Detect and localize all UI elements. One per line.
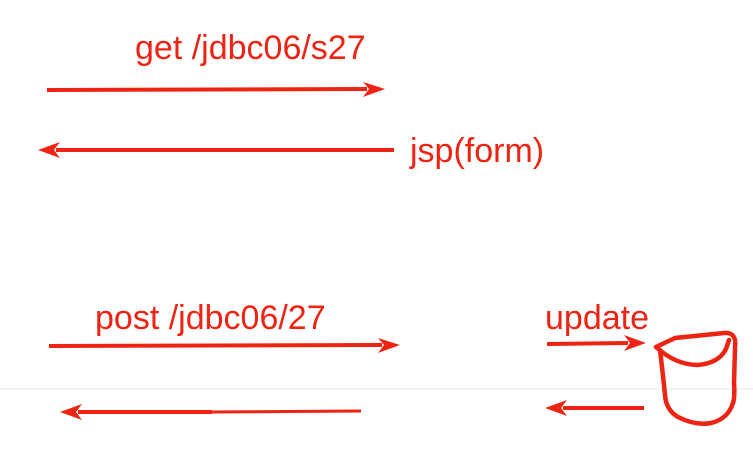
arrow-left-post-response-icon xyxy=(60,404,362,420)
database-sketch-icon xyxy=(653,330,738,426)
arrow-right-get-request-icon xyxy=(46,82,385,97)
message-label-update: update xyxy=(545,299,649,337)
arrow-left-db-response-icon xyxy=(545,400,644,416)
arrow-right-update-icon xyxy=(546,335,646,351)
message-label-jsp-response: jsp(form) xyxy=(410,132,545,170)
faint-divider-line xyxy=(0,388,753,390)
arrow-left-jsp-response-icon xyxy=(38,142,394,158)
arrow-right-post-request-icon xyxy=(48,338,400,353)
message-label-get-request: get /jdbc06/s27 xyxy=(135,29,366,67)
message-label-post-request: post /jdbc06/27 xyxy=(95,299,326,337)
